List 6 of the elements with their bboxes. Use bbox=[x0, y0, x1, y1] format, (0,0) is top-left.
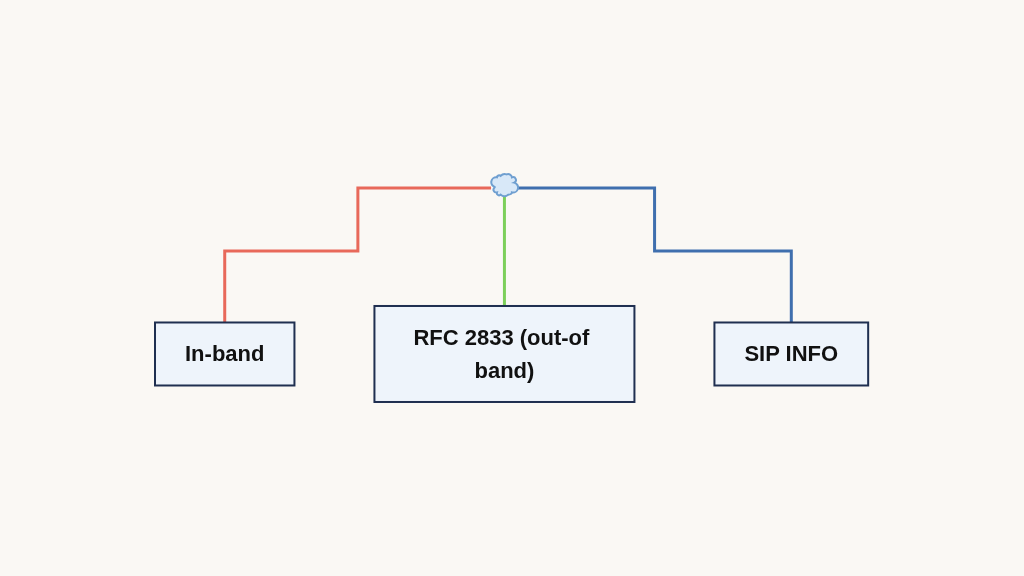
node-box: RFC 2833 (out-of band) bbox=[373, 305, 636, 403]
node-cloud bbox=[490, 173, 520, 198]
connector bbox=[518, 186, 794, 324]
connector bbox=[223, 186, 492, 324]
node-box: In-band bbox=[154, 321, 296, 387]
node-box: SIP INFO bbox=[713, 321, 870, 387]
